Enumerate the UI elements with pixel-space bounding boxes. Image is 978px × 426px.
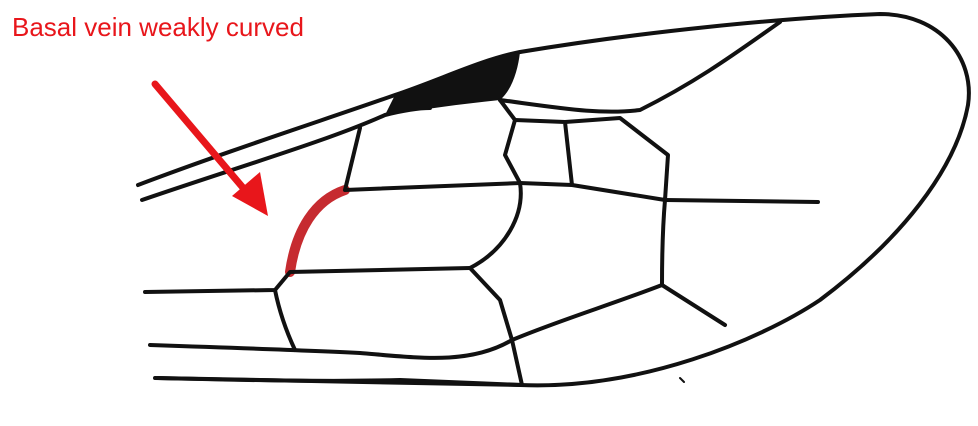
membrane-mark [680, 378, 684, 382]
annotation-label: Basal vein weakly curved [12, 10, 304, 44]
annotation-arrow [155, 84, 268, 216]
wing-outer-margin [155, 14, 969, 385]
vein-middle-2 [662, 200, 725, 325]
vein-middle-4 [470, 268, 522, 385]
vein-middle-3 [512, 285, 662, 340]
vein-cell-2 [515, 120, 572, 185]
basal-vein [290, 190, 345, 272]
vein-cell-3 [565, 118, 668, 200]
vein-cell-1 [345, 100, 520, 190]
cubital-vein [145, 268, 470, 292]
vein-outer-branch-1 [665, 200, 818, 202]
anal-vein-1 [150, 340, 512, 358]
basal-cross-vein [275, 290, 295, 350]
pterostigma [385, 52, 520, 115]
anal-vein-2 [158, 378, 522, 385]
vein-middle-1 [470, 183, 521, 268]
